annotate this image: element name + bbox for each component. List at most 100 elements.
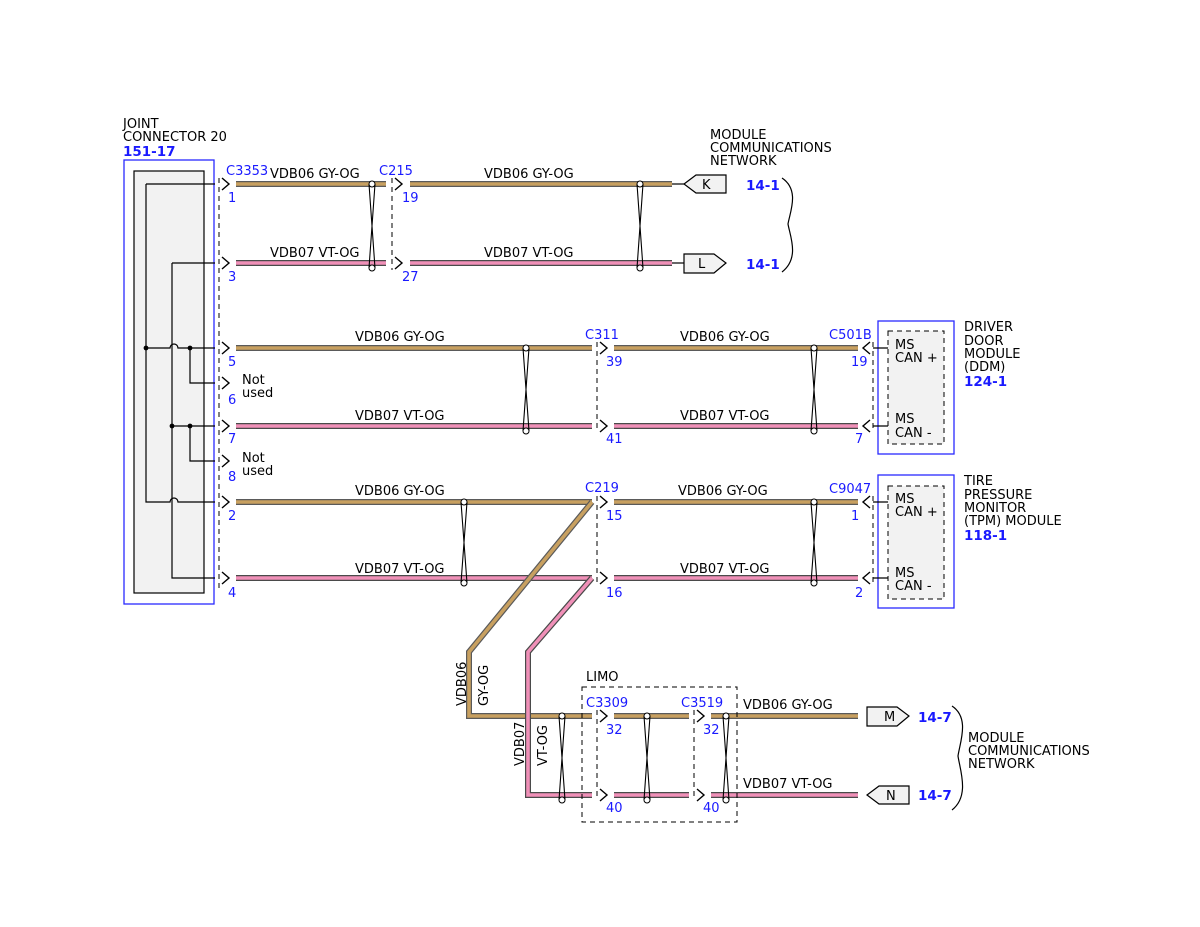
twist-end bbox=[636, 264, 644, 272]
tpm-title-line2: PRESSURE bbox=[964, 488, 1032, 503]
joint-connector-20: JOINT CONNECTOR 20 151-17 C3353 1 3 5 6 … bbox=[122, 117, 273, 605]
tag-l bbox=[683, 253, 727, 274]
c9047-pin-2: 2 bbox=[855, 586, 863, 601]
pin-2: 2 bbox=[228, 509, 236, 524]
twist-end bbox=[558, 712, 566, 720]
c3519-label: C3519 bbox=[681, 696, 723, 711]
twist-lines bbox=[636, 183, 644, 269]
twist-end bbox=[636, 180, 644, 188]
twist-end bbox=[460, 498, 468, 506]
twist-end bbox=[643, 712, 651, 720]
twist-end bbox=[368, 264, 376, 272]
ddm-can-hi-label: CAN + bbox=[895, 351, 938, 366]
wire-label-vertical-hi-color: GY-OG bbox=[477, 665, 492, 706]
tpm-ref: 118-1 bbox=[964, 528, 1007, 544]
pin-6: 6 bbox=[228, 393, 236, 408]
wire-label-lo: VDB07 VT-OG bbox=[743, 777, 833, 792]
limo-section: LIMO C3309 32 40 C3519 32 40 bbox=[581, 670, 738, 823]
wire-label-lo: VDB07 VT-OG bbox=[680, 409, 770, 424]
tag-m bbox=[866, 706, 910, 727]
tag-n bbox=[866, 785, 910, 805]
connector-c501b: C501B 19 7 bbox=[829, 328, 874, 447]
connector-c215: C215 19 27 bbox=[379, 164, 419, 285]
twist-end bbox=[558, 796, 566, 804]
c9047-label: C9047 bbox=[829, 482, 871, 497]
pin-3: 3 bbox=[228, 270, 236, 285]
twist-marker bbox=[643, 712, 651, 804]
wire-label-vertical-hi-circuit: VDB06 bbox=[455, 662, 470, 706]
c3519-pin-40: 40 bbox=[703, 801, 720, 816]
twisted-pair-markers bbox=[368, 180, 818, 804]
tpm-can-hi-ms: MS bbox=[895, 492, 914, 507]
joint-title-line2: CONNECTOR 20 bbox=[123, 130, 227, 145]
wire-label-hi: VDB06 GY-OG bbox=[355, 484, 445, 499]
tpm-title-line1: TIRE bbox=[963, 474, 993, 489]
twist-end bbox=[810, 498, 818, 506]
splice-dot bbox=[143, 345, 149, 351]
joint-body bbox=[133, 170, 205, 594]
pin-8: 8 bbox=[228, 470, 236, 485]
c3353-label: C3353 bbox=[226, 164, 268, 179]
connector-c219: C219 15 16 bbox=[585, 481, 623, 601]
c3309-pin-32: 32 bbox=[606, 723, 623, 738]
not-used-8-line2: used bbox=[242, 464, 273, 479]
twist-end bbox=[722, 796, 730, 804]
wire-label-hi: VDB06 GY-OG bbox=[355, 330, 445, 345]
wire-label-lo: VDB07 VT-OG bbox=[484, 246, 574, 261]
ddm-pin-leads bbox=[873, 347, 888, 427]
not-used-6-line1: Not bbox=[242, 373, 265, 388]
ddm-title-line4: (DDM) bbox=[964, 360, 1005, 375]
wire-label-hi: VDB06 GY-OG bbox=[680, 330, 770, 345]
twist-marker bbox=[558, 712, 566, 804]
c501b-pin-19: 19 bbox=[851, 355, 868, 370]
twist-lines bbox=[643, 715, 651, 801]
network-top-line2: COMMUNICATIONS bbox=[710, 141, 832, 156]
joint-bus-taps-hi bbox=[146, 343, 215, 384]
limo-label: LIMO bbox=[586, 670, 619, 685]
wire-label-lo: VDB07 VT-OG bbox=[355, 409, 445, 424]
ddm-title-line2: DOOR bbox=[964, 334, 1004, 349]
wire-label-lo: VDB07 VT-OG bbox=[355, 562, 445, 577]
twist-end bbox=[643, 796, 651, 804]
connector-c311: C311 39 41 bbox=[585, 328, 623, 447]
joint-title-line1: JOINT bbox=[122, 117, 159, 132]
pin-7: 7 bbox=[228, 432, 236, 447]
twist-lines bbox=[558, 715, 566, 801]
ref-n: 14-7 bbox=[918, 788, 952, 804]
wire-label-lo: VDB07 VT-OG bbox=[270, 246, 360, 261]
joint-ref: 151-17 bbox=[123, 144, 176, 160]
c215-label: C215 bbox=[379, 164, 413, 179]
tpm-title-line4: (TPM) MODULE bbox=[964, 514, 1062, 529]
pin-4: 4 bbox=[228, 586, 236, 601]
network-bottom: M N 14-7 14-7 MODULE COMMUNICATIONS NETW… bbox=[866, 705, 1090, 811]
c9047-pin-1: 1 bbox=[851, 509, 859, 524]
ref-l: 14-1 bbox=[746, 257, 780, 273]
tag-n-label: N bbox=[886, 789, 896, 804]
c501b-label: C501B bbox=[829, 328, 872, 343]
twist-lines bbox=[522, 347, 530, 432]
network-bottom-brace bbox=[951, 705, 964, 811]
c3519-pin-32: 32 bbox=[703, 723, 720, 738]
driver-door-module: MS CAN + MS CAN - DRIVER DOOR MODULE (DD… bbox=[873, 320, 1020, 455]
tag-l-label: L bbox=[698, 257, 706, 272]
ref-k: 14-1 bbox=[746, 178, 780, 194]
c219-pin-15: 15 bbox=[606, 509, 623, 524]
c219-label: C219 bbox=[585, 481, 619, 496]
wire-label-vertical-lo-circuit: VDB07 bbox=[513, 722, 528, 766]
twist-end bbox=[722, 712, 730, 720]
c215-pin-27: 27 bbox=[402, 270, 419, 285]
wire-label-hi: VDB06 GY-OG bbox=[270, 167, 360, 182]
network-bottom-line1: MODULE bbox=[968, 731, 1024, 746]
not-used-6-line2: used bbox=[242, 386, 273, 401]
twist-marker bbox=[810, 498, 818, 587]
ddm-body bbox=[887, 330, 945, 445]
wire-label-hi: VDB06 GY-OG bbox=[678, 484, 768, 499]
tag-m-label: M bbox=[884, 710, 895, 725]
ddm-can-lo-ms: MS bbox=[895, 412, 914, 427]
network-top-line3: NETWORK bbox=[710, 154, 777, 169]
twist-marker bbox=[810, 344, 818, 435]
twist-marker bbox=[460, 498, 468, 587]
ddm-can-hi-ms: MS bbox=[895, 338, 914, 353]
connector-c9047: C9047 1 2 bbox=[829, 482, 874, 601]
twist-end bbox=[368, 180, 376, 188]
